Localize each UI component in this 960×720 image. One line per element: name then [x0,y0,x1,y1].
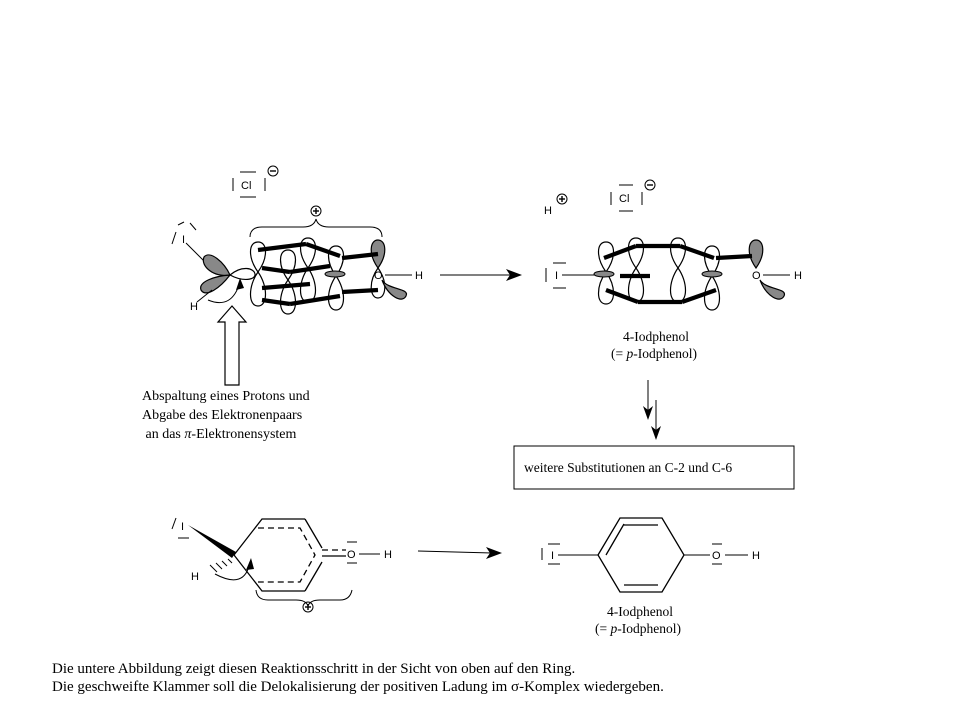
oxygen-label-bottom: O [347,549,356,561]
iodine-label-skeletal: I [551,550,554,562]
oxygen-label-top-left: O [374,270,383,282]
box-text: weitere Substitutionen an C-2 und C-6 [524,460,732,475]
ring-bonds-top-right [603,243,753,305]
iodophenol-skeletal: I O H 4-Iodphenol (= p-Iodphenol) [541,517,760,636]
product-orbital-view: H Cl I [544,179,802,361]
note-line-2: Abgabe des Elektronenpaars [142,408,302,423]
hydrogen-label-bottom: H [191,571,199,583]
reaction-arrow-top [440,269,522,281]
hydrogen-label-sp3: H [190,301,198,313]
iodine-label-bottom: I [181,521,184,533]
proton-label: H [544,205,552,217]
product-name-top: 4-Iodphenol [623,329,689,344]
caption: Die untere Abbildung zeigt diesen Reakti… [52,660,932,696]
ring-bonds-top-left [257,241,379,307]
hydrogen-label-oh-top-left: H [415,270,423,282]
caption-line-1: Die untere Abbildung zeigt diesen Reakti… [52,661,576,677]
downward-arrows [643,380,661,440]
hydrogen-label-skeletal: H [752,550,760,562]
note-line-1: Abspaltung eines Protons und [142,389,310,404]
chlorine-label: Cl [241,180,251,192]
chlorine-label-product: Cl [619,193,629,205]
positive-charge-top [310,205,322,217]
chloride-anion: Cl [232,165,279,198]
delocalization-brace-top [249,218,383,238]
further-substitution-box: weitere Substitutionen an C-2 und C-6 [513,445,795,490]
note-line-3: an das π-Elektronensystem [142,427,296,442]
sigma-complex-top-view: I H O H [171,517,392,613]
annotation-text: Abspaltung eines Protons und Abgabe des … [142,389,310,442]
iodine-label-product: I [555,270,558,282]
sigma-complex-orbital-view: Cl I H [171,165,423,315]
oxygen-label-top-right: O [752,270,761,282]
reaction-arrow-bottom [417,547,502,559]
annotation-hollow-arrow [216,305,248,386]
caption-line-2: Die geschweifte Klammer soll die Delokal… [52,679,664,695]
hydrogen-label-oh-top-right: H [794,270,802,282]
product-alt-name-bottom: (= p-Iodphenol) [595,621,681,636]
product-alt-name-top: (= p-Iodphenol) [611,346,697,361]
product-name-bottom: 4-Iodphenol [607,604,673,619]
aromatic-p-orbitals [593,237,764,311]
iodine-label: I [182,234,185,246]
iodine-electrophile: I [171,221,206,263]
hydrogen-label-oh-bottom: H [384,549,392,561]
oxygen-label-skeletal: O [712,550,721,562]
